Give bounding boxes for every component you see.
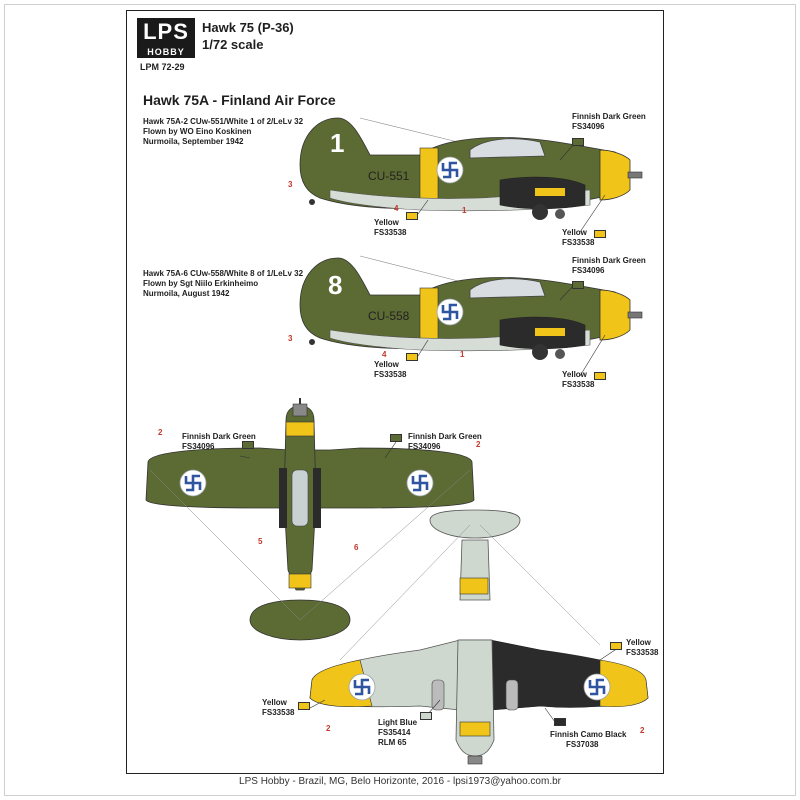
p2-green-swatch [572,281,584,289]
p2-yellow-left-label: Yellow [374,360,399,369]
p2-green-label: Finnish Dark Green [572,256,646,265]
top-marker-2-left: 2 [158,428,163,437]
p2-marker-3: 3 [288,334,293,343]
top-green-left-fs: FS34096 [182,442,215,451]
p2-marker-1: 1 [460,350,465,359]
lps-logo: LPS HOBBY [137,18,195,62]
p1-yellow-left-label: Yellow [374,218,399,227]
section-title: Hawk 75A - Finland Air Force [143,92,336,108]
top-marker-6: 6 [354,543,359,552]
p1-green-fs: FS34096 [572,122,605,131]
profile1-caption-1: Hawk 75A-2 CUw-551/White 1 of 2/LeLv 32 [143,117,304,126]
profile1-tail-number: 1 [330,128,344,158]
bottom-black-fs: FS37038 [566,740,599,749]
bottom-marker-2-right: 2 [640,726,645,735]
logo-main: LPS [137,18,195,46]
bottom-black-label: Finnish Camo Black [550,730,627,739]
footer-credits: LPS Hobby - Brazil, MG, Belo Horizonte, … [239,776,561,787]
p1-yellow-right-fs: FS33538 [562,238,595,247]
top-green-right-label: Finnish Dark Green [408,432,482,441]
inner-frame [126,10,664,774]
top-green-left-swatch [242,441,254,449]
p1-marker-4: 4 [394,204,399,213]
profile2-caption-3: Nurmoila, August 1942 [143,289,230,298]
p1-marker-1: 1 [462,206,467,215]
model-scale: 1/72 scale [202,37,264,52]
bottom-yellow-right-swatch [610,642,622,650]
p2-yellow-right-swatch [594,372,606,380]
profile2-caption-1: Hawk 75A-6 CUw-558/White 8 of 1/LeLv 32 [143,269,304,278]
top-marker-5: 5 [258,537,263,546]
bottom-blue-label: Light Blue [378,718,418,727]
p1-green-label: Finnish Dark Green [572,112,646,121]
profile2-tail-number: 8 [328,270,342,300]
bottom-marker-2-left: 2 [326,724,331,733]
p1-yellow-right-swatch [594,230,606,238]
top-view-aircraft [145,398,475,641]
bottom-yellow-left-fs: FS33538 [262,708,295,717]
p1-yellow-left-fs: FS33538 [374,228,407,237]
bottom-yellow-right-fs: FS33538 [626,648,659,657]
profile1-code: CU-551 [368,169,410,183]
kit-code: LPM 72-29 [140,62,185,72]
top-green-right-swatch [390,434,402,442]
bottom-blue-fs: FS35414 [378,728,411,737]
top-green-left-label: Finnish Dark Green [182,432,256,441]
bottom-yellow-left-swatch [298,702,310,710]
profile2-caption-2: Flown by Sgt Niilo Erkinheimo [143,279,259,288]
bottom-blue-swatch [420,712,432,720]
p1-green-swatch [572,138,584,146]
bottom-black-swatch [554,718,566,726]
p1-yellow-left-swatch [406,212,418,220]
bottom-blue-rlm: RLM 65 [378,738,407,747]
bottom-yellow-right-label: Yellow [626,638,651,647]
top-marker-2-right: 2 [476,440,481,449]
top-green-right-fs: FS34096 [408,442,441,451]
profile1-caption-2: Flown by WO Eino Koskinen [143,127,252,136]
logo-sub: HOBBY [137,46,195,58]
bottom-yellow-left-label: Yellow [262,698,287,707]
model-name: Hawk 75 (P-36) [202,20,294,35]
p2-yellow-right-label: Yellow [562,370,587,379]
profile2-aircraft [299,255,643,360]
p2-yellow-left-swatch [406,353,418,361]
p1-marker-3: 3 [288,180,293,189]
p2-yellow-right-fs: FS33538 [562,380,595,389]
p2-yellow-left-fs: FS33538 [374,370,407,379]
p2-green-fs: FS34096 [572,266,605,275]
p1-yellow-right-label: Yellow [562,228,587,237]
profile1-aircraft [299,117,643,220]
profile2-code: CU-558 [368,309,410,323]
bottom-view-aircraft [309,509,649,765]
outer-frame [4,4,796,796]
p2-marker-4: 4 [382,350,387,359]
leader-lines [239,143,619,723]
profile1-caption-3: Nurmoila, September 1942 [143,137,244,146]
